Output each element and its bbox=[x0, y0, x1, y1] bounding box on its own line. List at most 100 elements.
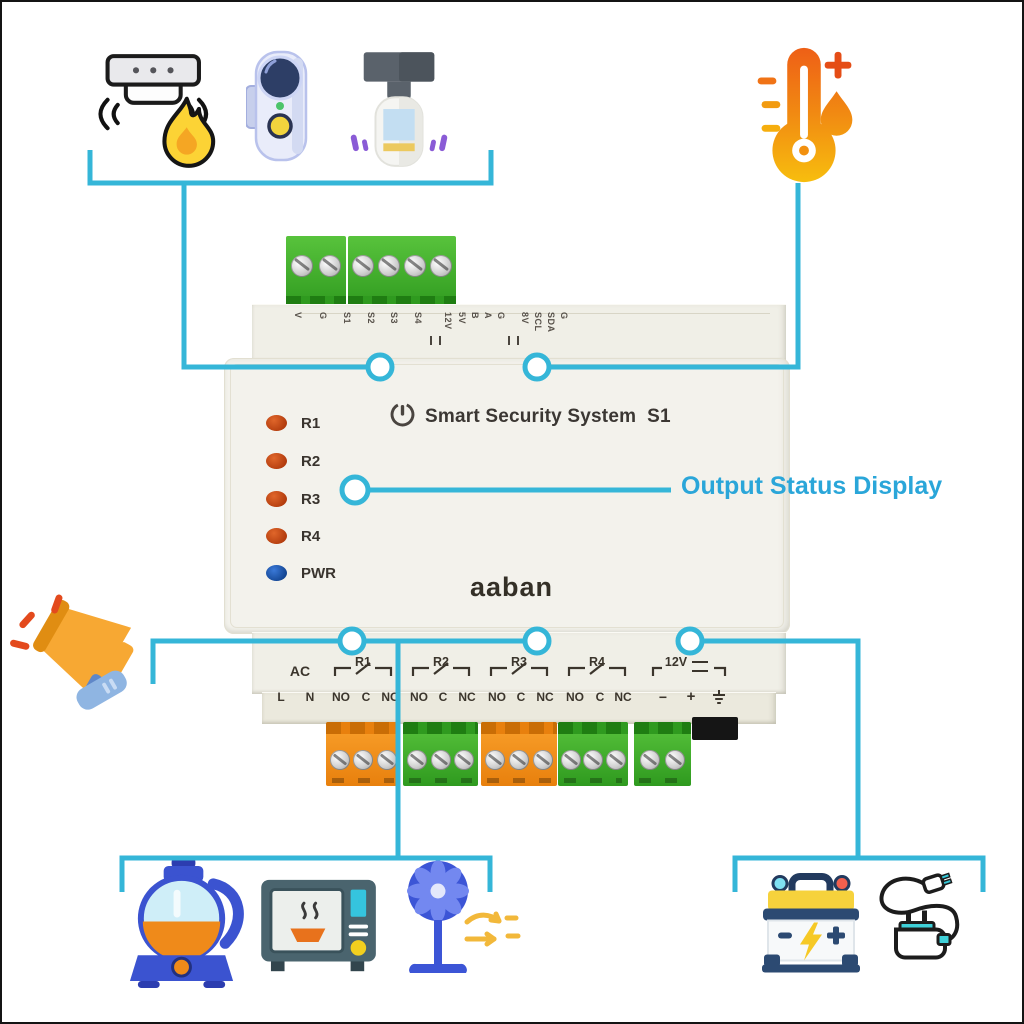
relay-label: R3 bbox=[511, 655, 527, 669]
relay-symbol: R1 bbox=[332, 655, 394, 678]
silkscreen-line bbox=[298, 313, 770, 314]
led-pwr bbox=[266, 565, 287, 581]
relay-pin: NC bbox=[458, 690, 476, 704]
earth-icon bbox=[713, 690, 725, 704]
dc-current-symbol bbox=[692, 661, 708, 672]
ac-pin: N bbox=[305, 690, 315, 704]
screw bbox=[583, 750, 603, 770]
smoke-fire-detector-icon bbox=[98, 54, 216, 168]
screw bbox=[404, 255, 426, 277]
top-pin-label: S3 bbox=[389, 312, 399, 325]
screw bbox=[352, 255, 374, 277]
led-label: R2 bbox=[301, 453, 321, 470]
relay-pin: NO bbox=[566, 690, 584, 704]
ac-pin: L bbox=[277, 690, 285, 704]
top-pin-label: 5V bbox=[457, 312, 467, 325]
top-pin-label: S1 bbox=[342, 312, 352, 325]
dc-symbol-group: 12V bbox=[650, 655, 728, 678]
screw bbox=[318, 255, 341, 277]
bottom-terminal-block bbox=[558, 722, 628, 786]
led-label: PWR bbox=[301, 565, 336, 582]
top-pin-label: G bbox=[559, 312, 569, 320]
bottom-terminal-block bbox=[481, 722, 557, 786]
top-pin-label: A bbox=[483, 312, 493, 319]
top-terminal-block-left bbox=[286, 236, 346, 310]
led-r1 bbox=[266, 415, 287, 431]
top-pin-label: G bbox=[318, 312, 328, 320]
top-pin-label: B bbox=[470, 312, 480, 319]
relay-label: R1 bbox=[355, 655, 371, 669]
black-connector bbox=[692, 717, 738, 740]
screw bbox=[639, 750, 660, 770]
relay-symbol: R4 bbox=[566, 655, 628, 678]
ac-label: AC bbox=[289, 663, 311, 679]
relay-pin: NO bbox=[332, 690, 350, 704]
screw bbox=[329, 750, 350, 770]
relay-pin: NO bbox=[488, 690, 506, 704]
relay-label: R2 bbox=[433, 655, 449, 669]
screw bbox=[605, 750, 626, 770]
relay-pin: NC bbox=[614, 690, 632, 704]
top-pin-label: SDA bbox=[546, 312, 556, 333]
screw bbox=[509, 750, 529, 770]
screw bbox=[353, 750, 373, 770]
relay-pin: NO bbox=[410, 690, 428, 704]
bottom-terminal-block bbox=[403, 722, 478, 786]
airflow-icon bbox=[464, 911, 521, 947]
device-front-panel bbox=[224, 358, 790, 634]
temperature-sensor-icon bbox=[757, 47, 853, 183]
dc-pin: + bbox=[686, 688, 696, 705]
top-terminal-block-right bbox=[348, 236, 456, 310]
relay-pin: C bbox=[361, 690, 371, 704]
relay-pin: C bbox=[516, 690, 526, 704]
relay-pin: C bbox=[595, 690, 605, 704]
relay-symbol: R2 bbox=[410, 655, 472, 678]
screw bbox=[291, 255, 314, 277]
relay-symbol: R3 bbox=[488, 655, 550, 678]
screw bbox=[454, 750, 475, 770]
top-pin-label: 8V bbox=[520, 312, 530, 325]
top-pin-label: 12V bbox=[443, 312, 453, 330]
screw bbox=[560, 750, 581, 770]
top-pin-label: G bbox=[496, 312, 506, 320]
battery-icon bbox=[762, 873, 860, 973]
screw bbox=[406, 750, 427, 770]
led-label: R3 bbox=[301, 491, 321, 508]
relay-label: R4 bbox=[589, 655, 605, 669]
motion-sensor-icon bbox=[350, 52, 448, 167]
top-pin-label: SCL bbox=[533, 312, 543, 332]
device-bottom-strip bbox=[262, 692, 776, 724]
pin-group-divider bbox=[430, 336, 441, 345]
power-plug-icon bbox=[879, 872, 960, 960]
top-pin-label: S2 bbox=[366, 312, 376, 325]
dc-pin: − bbox=[658, 689, 668, 705]
door-sensor-icon bbox=[246, 50, 308, 162]
screw bbox=[430, 255, 452, 277]
screw bbox=[533, 750, 553, 770]
screw bbox=[430, 750, 451, 770]
alarm-siren-icon bbox=[10, 594, 134, 710]
top-pin-label: V bbox=[293, 312, 303, 319]
brand-logo: aaban bbox=[470, 572, 554, 602]
dc-label: 12V bbox=[664, 655, 688, 669]
screw bbox=[485, 750, 505, 770]
callout-output-status: Output Status Display bbox=[681, 472, 943, 500]
screw bbox=[378, 255, 400, 277]
led-label: R4 bbox=[301, 528, 321, 545]
relay-pin: C bbox=[438, 690, 448, 704]
bottom-terminal-block-12v bbox=[634, 722, 691, 786]
bottom-terminal-block bbox=[326, 722, 400, 786]
screw bbox=[665, 750, 686, 770]
relay-pin: NC bbox=[536, 690, 554, 704]
microwave-icon bbox=[261, 879, 376, 972]
pin-group-divider bbox=[508, 336, 519, 345]
screw bbox=[376, 750, 397, 770]
top-pin-label: S4 bbox=[413, 312, 423, 325]
power-icon bbox=[390, 402, 415, 427]
kettle-icon bbox=[129, 858, 244, 988]
led-r4 bbox=[266, 528, 287, 544]
led-label: R1 bbox=[301, 415, 321, 432]
led-r3 bbox=[266, 491, 287, 507]
device-title: Smart Security System S1 bbox=[425, 406, 671, 427]
